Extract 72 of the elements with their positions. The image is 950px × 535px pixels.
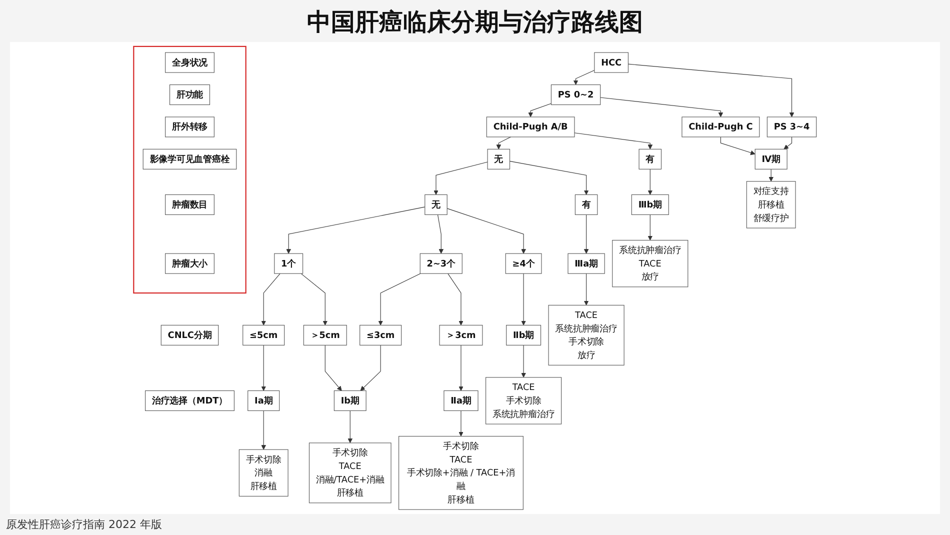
node-box: 无 — [424, 194, 448, 215]
node-box: 手术切除 TACE 消融/TACE+消融 肝移植 — [308, 442, 392, 504]
arrow — [573, 70, 595, 85]
node-box: CNLC分期 — [160, 324, 219, 346]
arrow — [434, 162, 488, 195]
node-box: 对症支持 肝移植 舒缓疗护 — [746, 181, 796, 228]
arrow — [261, 344, 266, 391]
node-box: 肿瘤大小 — [165, 253, 214, 274]
node-box: TACE 系统抗肿瘤治疗 手术切除 放疗 — [548, 304, 624, 366]
node-box: Ⅰa期 — [248, 390, 280, 411]
node-box: PS 3~4 — [766, 116, 817, 138]
node-box: 肿瘤数目 — [165, 194, 214, 215]
arrow — [509, 160, 589, 195]
arrow — [348, 410, 353, 444]
arrow — [458, 344, 464, 391]
node-box: 治疗选择（MDT） — [145, 390, 234, 411]
arrow — [521, 273, 526, 326]
cluster — [133, 46, 246, 294]
arrow — [446, 208, 526, 254]
node-box: 2~3个 — [420, 253, 462, 274]
arrow — [784, 136, 792, 150]
node-box: Ⅲa期 — [568, 253, 605, 274]
arrow — [574, 132, 653, 150]
node-box: 影像学可见血管癌栓 — [142, 148, 237, 170]
node-box: PS 0~2 — [550, 84, 601, 106]
arrow — [584, 273, 589, 306]
node-box: 手术切除 消融 肝移植 — [238, 449, 288, 496]
arrow — [648, 214, 653, 240]
arrow — [300, 273, 328, 326]
node-box: ≤3cm — [360, 324, 402, 346]
node-box: Ⅲb期 — [631, 194, 669, 215]
arrow — [261, 273, 280, 326]
node-box: ≥4个 — [505, 253, 542, 274]
arrow — [261, 410, 266, 450]
node-box: 全身状况 — [165, 52, 214, 73]
node-box: Ⅱb期 — [506, 324, 542, 346]
node-box: 1个 — [274, 253, 304, 274]
node-box: 有 — [638, 148, 662, 170]
arrow — [600, 97, 724, 118]
node-box: 手术切除 TACE 手术切除+消融 / TACE+消融 肝移植 — [398, 436, 524, 510]
arrow — [458, 410, 464, 436]
arrow — [584, 214, 589, 254]
arrow — [437, 214, 444, 254]
source-note: 原发性肝癌诊疗指南 2022 年版 — [6, 518, 162, 531]
node-box: Ⅰb期 — [334, 390, 366, 411]
node-box: ＞3cm — [439, 324, 483, 346]
node-box: ≤5cm — [242, 324, 285, 346]
arrow — [360, 344, 381, 391]
node-box: TACE 手术切除 系统抗肿瘤治疗 — [486, 377, 562, 424]
arrow — [648, 168, 653, 195]
arrow — [768, 168, 774, 182]
node-box: Ⅱa期 — [444, 390, 478, 411]
node-box: 无 — [487, 148, 510, 170]
node-box: 系统抗肿瘤治疗 TACE 放疗 — [612, 240, 688, 288]
arrow — [528, 103, 552, 118]
node-box: 肝外转移 — [165, 116, 214, 138]
node-box: Ⅳ期 — [754, 148, 788, 170]
arrow — [496, 136, 512, 150]
arrow — [720, 136, 756, 156]
arrow — [521, 344, 526, 378]
arrow — [628, 64, 794, 118]
arrow — [378, 273, 421, 326]
node-box: Child-Pugh C — [682, 116, 760, 138]
node-box: HCC — [594, 52, 628, 73]
arrow — [448, 273, 464, 326]
arrow — [286, 206, 426, 254]
node-box: 肝功能 — [169, 84, 210, 106]
node-box: 有 — [574, 194, 598, 215]
diagram-title: 中国肝癌临床分期与治疗路线图 — [307, 7, 643, 38]
arrow — [324, 344, 342, 391]
node-box: ＞5cm — [303, 324, 347, 346]
node-box: Child-Pugh A/B — [486, 116, 575, 138]
